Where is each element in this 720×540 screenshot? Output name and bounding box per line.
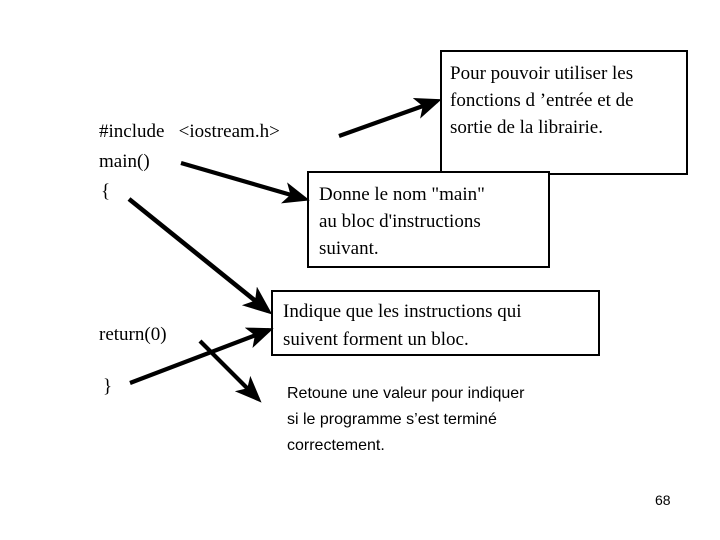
arrow-main-to-note xyxy=(180,160,310,204)
annotation-return-line-1: Retoune une valeur pour indiquer xyxy=(287,385,525,402)
code-line-open-brace: { xyxy=(101,181,111,202)
code-line-return: return(0) xyxy=(99,324,167,345)
annotation-main-line-3: suivant. xyxy=(319,238,379,259)
annotation-main-line-2: au bloc d'instructions xyxy=(319,211,481,232)
annotation-box-main: Donne le nom "main" au bloc d'instructio… xyxy=(307,171,550,268)
code-line-main: main() xyxy=(99,151,150,172)
annotation-return-line-2: si le programme s’est terminé xyxy=(287,411,497,428)
arrow-return-to-note xyxy=(198,339,262,403)
annotation-brace-line-2: suivent forment un bloc. xyxy=(283,329,469,350)
annotation-include-line-3: sortie de la librairie. xyxy=(450,117,603,138)
arrow-open-brace-to-note xyxy=(127,197,273,315)
annotation-box-open-brace: Indique que les instructions qui suivent… xyxy=(271,290,600,356)
annotation-text-return: Retoune une valeur pour indiquer si le p… xyxy=(287,381,617,459)
arrow-include-to-note xyxy=(338,98,442,138)
code-line-include: #include <iostream.h> xyxy=(99,121,280,142)
annotation-include-line-2: fonctions d ’entrée et de xyxy=(450,90,634,111)
annotation-return-line-3: correctement. xyxy=(287,437,385,454)
annotation-main-line-1: Donne le nom "main" xyxy=(319,184,485,205)
annotation-box-include: Pour pouvoir utiliser les fonctions d ’e… xyxy=(440,50,688,175)
code-line-close-brace: } xyxy=(103,376,113,397)
annotation-include-line-1: Pour pouvoir utiliser les xyxy=(450,63,634,84)
page-number: 68 xyxy=(655,492,671,508)
annotation-brace-line-1: Indique que les instructions qui xyxy=(283,301,522,322)
